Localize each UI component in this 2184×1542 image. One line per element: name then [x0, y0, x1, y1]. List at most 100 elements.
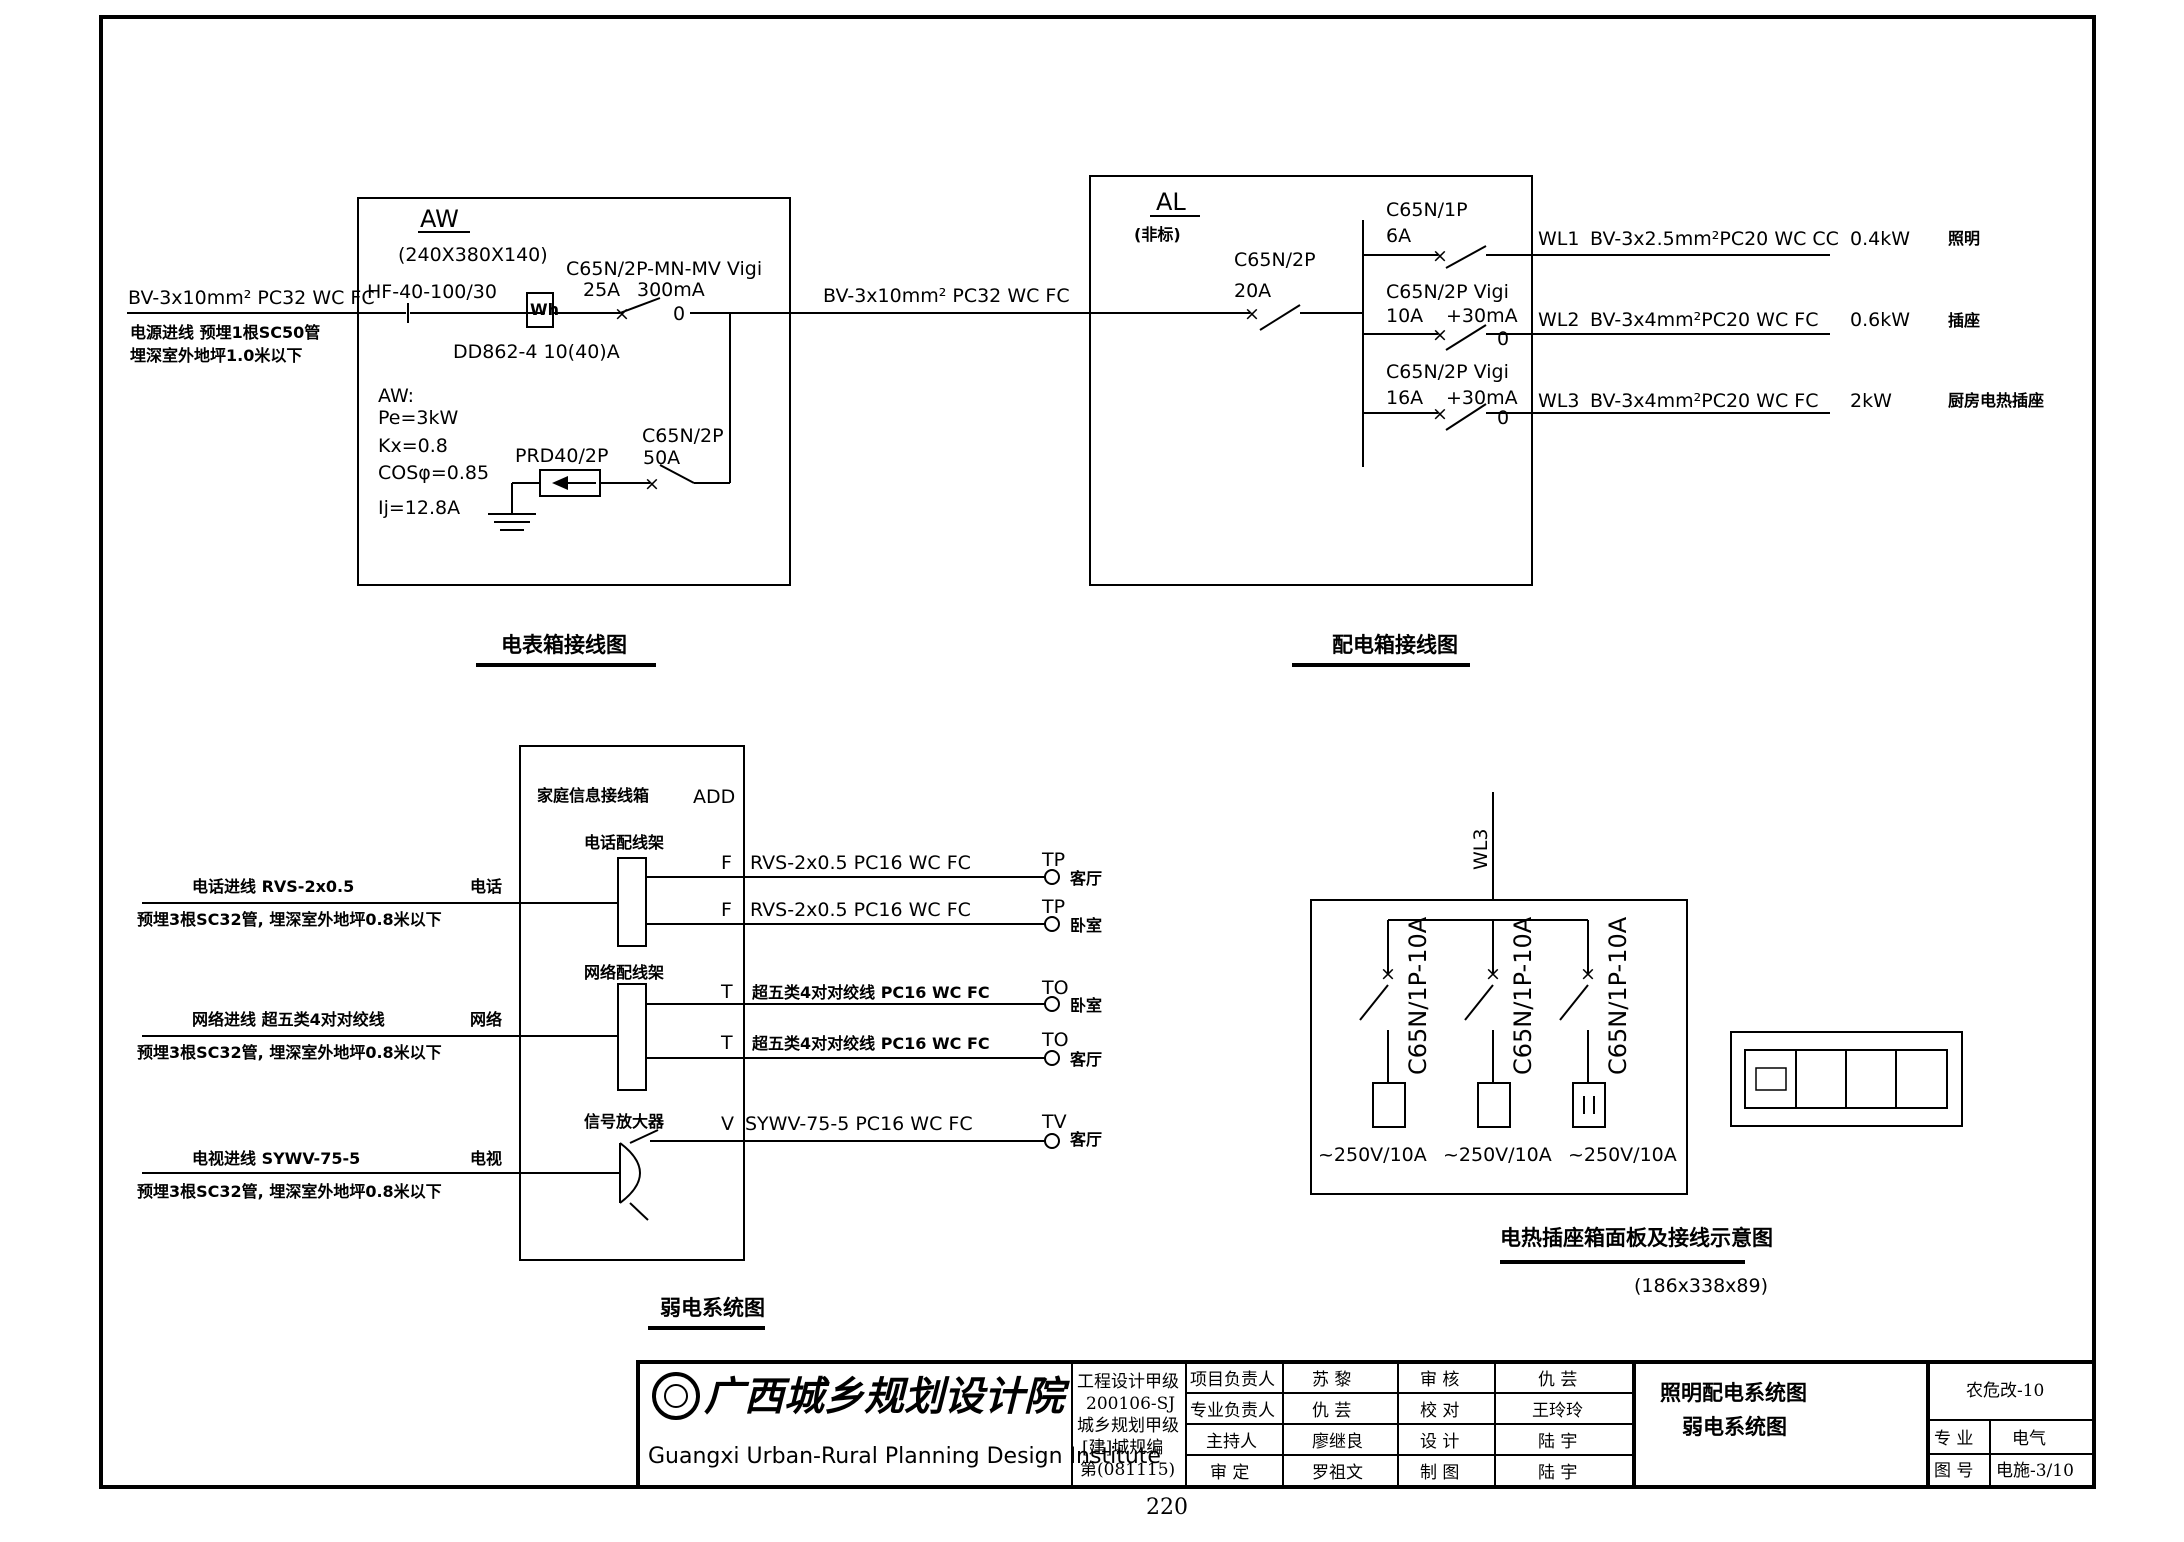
breaker-leak: 300mA [637, 279, 705, 301]
out-3-cable: 超五类4对对绞线 PC16 WC FC [751, 983, 990, 1002]
qual-5: 第(081115) [1080, 1460, 1175, 1480]
amplifier-lower-stub [629, 1202, 649, 1221]
wl3-breaker: C65N/2P Vigi [1386, 361, 1509, 383]
load-pe: Pe=3kW [378, 407, 458, 429]
load-kx: Kx=0.8 [378, 435, 448, 457]
phone-input-title: 电话进线 RVS-2x0.5 [192, 877, 354, 896]
incoming-note-2: 埋深室外地坪1.0米以下 [130, 346, 302, 365]
out-4-terminal-icon [1044, 1050, 1060, 1066]
meter-box-caption: 电表箱接线图 [501, 633, 627, 657]
drawing-no-label: 图 号 [1934, 1461, 1973, 1481]
meter-box-frame [357, 197, 791, 586]
wl2-blade [1445, 324, 1487, 351]
wl2-breaker: C65N/2P Vigi [1386, 281, 1509, 303]
wl1-x-mark: × [1432, 245, 1448, 267]
role-1b-label: 审 核 [1420, 1370, 1459, 1390]
wl2-rating: 10A [1386, 305, 1423, 327]
out-2-code: F [721, 899, 732, 921]
discipline-value: 电气 [2012, 1429, 2046, 1449]
wl3-x-mark: × [1432, 403, 1448, 425]
out-1-term: TP [1041, 849, 1065, 871]
breaker-leak-mark: 0 [673, 303, 685, 325]
wl3-usage: 厨房电热插座 [1948, 391, 2044, 410]
incoming-cable: BV-3x10mm² PC32 WC FC [128, 287, 375, 309]
role-2-label: 专业负责人 [1190, 1401, 1275, 1421]
institute-name-cn: 广西城乡规划设计院 [704, 1373, 1070, 1420]
institute-name-en: Guangxi Urban-Rural Planning Design Inst… [648, 1444, 1161, 1469]
role-3-label: 主持人 [1206, 1432, 1257, 1452]
socket-2-icon [1477, 1082, 1511, 1128]
discipline-label: 专 业 [1934, 1429, 1973, 1449]
distribution-box-note: (非标) [1134, 225, 1181, 244]
wl2-leak-mark: 0 [1497, 328, 1509, 350]
socket-3-icon [1572, 1082, 1606, 1128]
meter-symbol-text: Wh [530, 300, 559, 319]
panel-switch-icon [1755, 1067, 1787, 1091]
phone-input-note: 预埋3根SC32管, 埋深室外地坪0.8米以下 [137, 910, 442, 929]
al-main-rating: 20A [1234, 280, 1271, 302]
socket-feed-label: WL3 [1470, 829, 1492, 870]
drawing-no-value: 电施-3/10 [1996, 1461, 2074, 1481]
network-input-note: 预埋3根SC32管, 埋深室外地坪0.8米以下 [137, 1043, 442, 1062]
role-3-name: 廖继良 [1312, 1432, 1363, 1452]
socket-branch-2-blade [1464, 984, 1494, 1021]
wl2-usage: 插座 [1948, 311, 1980, 330]
breaker-model: C65N/2P-MN-MV Vigi [566, 258, 762, 280]
wl3-blade [1445, 403, 1487, 431]
al-main-blade [1259, 304, 1301, 331]
socket-panel-diagram: WL3 × C65N/1P-10A ~250V/10A × C65N/1P-10… [1310, 792, 1963, 1297]
breaker-rating: 25A [583, 279, 620, 301]
socket-branch-1-blade [1359, 984, 1389, 1021]
distribution-box-caption: 配电箱接线图 [1332, 633, 1458, 657]
distribution-box-label: AL [1156, 188, 1186, 216]
role-4-label: 审 定 [1210, 1463, 1249, 1483]
wl3-rating: 16A [1386, 387, 1423, 409]
wl2-x-mark: × [1432, 324, 1448, 346]
meter-box-dims: (240X380X140) [398, 244, 548, 266]
al-main-x-mark: × [1244, 303, 1260, 325]
socket-branch-3-breaker: C65N/1P-10A [1604, 916, 1632, 1075]
phone-input-kind: 电话 [470, 877, 502, 896]
wl1-power: 0.4kW [1850, 228, 1910, 250]
spd-breaker-rating: 50A [643, 447, 680, 469]
spd-breaker-model: C65N/2P [642, 425, 724, 447]
out-5-cable: SYWV-75-5 PC16 WC FC [745, 1113, 973, 1135]
wl2-power: 0.6kW [1850, 309, 1910, 331]
wl1-usage: 照明 [1948, 229, 1980, 248]
tv-input-kind: 电视 [470, 1149, 502, 1168]
meter-box-diagram: AW (240X380X140) BV-3x10mm² PC32 WC FC 电… [127, 197, 791, 667]
network-frame [617, 983, 647, 1091]
role-2-name: 仇 芸 [1312, 1401, 1351, 1421]
out-2-cable: RVS-2x0.5 PC16 WC FC [750, 899, 971, 921]
role-4b-label: 制 图 [1420, 1463, 1459, 1483]
wl3-power: 2kW [1850, 390, 1892, 412]
institute-logo-icon [652, 1372, 700, 1420]
qual-4: [建]城规编 [1082, 1438, 1163, 1458]
distribution-box-diagram: AL (非标) × C65N/2P 20A × × 0 × 0 C65N/1P … [1089, 175, 2044, 667]
socket-branch-2-breaker: C65N/1P-10A [1509, 916, 1537, 1075]
title-block-frame [636, 1360, 2096, 1489]
network-input-kind: 网络 [470, 1010, 502, 1029]
out-3-room: 卧室 [1070, 996, 1102, 1015]
project-code: 农危改-10 [1966, 1381, 2044, 1401]
info-box-code: ADD [693, 786, 735, 808]
drawing-title-1: 照明配电系统图 [1660, 1381, 1807, 1405]
socket-1-rating: ~250V/10A [1318, 1144, 1427, 1166]
socket-branch-3-blade [1559, 984, 1589, 1021]
load-head: AW: [378, 385, 414, 407]
spd-arrow-icon [552, 476, 568, 490]
weak-current-diagram: 家庭信息接线箱 ADD 电话配线架 网络配线架 信号放大器 电话进线 RVS-2… [137, 745, 1102, 1330]
qual-2: 200106-SJ [1086, 1394, 1175, 1414]
incoming-note-1: 电源进线 预埋1根SC50管 [130, 323, 320, 342]
out-5-terminal-icon [1044, 1133, 1060, 1149]
out-5-room: 客厅 [1070, 1130, 1102, 1149]
role-1-label: 项目负责人 [1190, 1370, 1275, 1390]
out-1-terminal-icon [1044, 869, 1060, 885]
amplifier-input-stub [629, 1129, 659, 1144]
wl3-cable: BV-3x4mm²PC20 WC FC [1590, 390, 1818, 412]
wl1-cable: BV-3x2.5mm²PC20 WC CC [1590, 228, 1839, 250]
out-1-cable: RVS-2x0.5 PC16 WC FC [750, 852, 971, 874]
spd-breaker-x-mark: × [644, 473, 660, 495]
wl2-id: WL2 [1538, 309, 1579, 331]
qual-3: 城乡规划甲级 [1077, 1416, 1179, 1436]
